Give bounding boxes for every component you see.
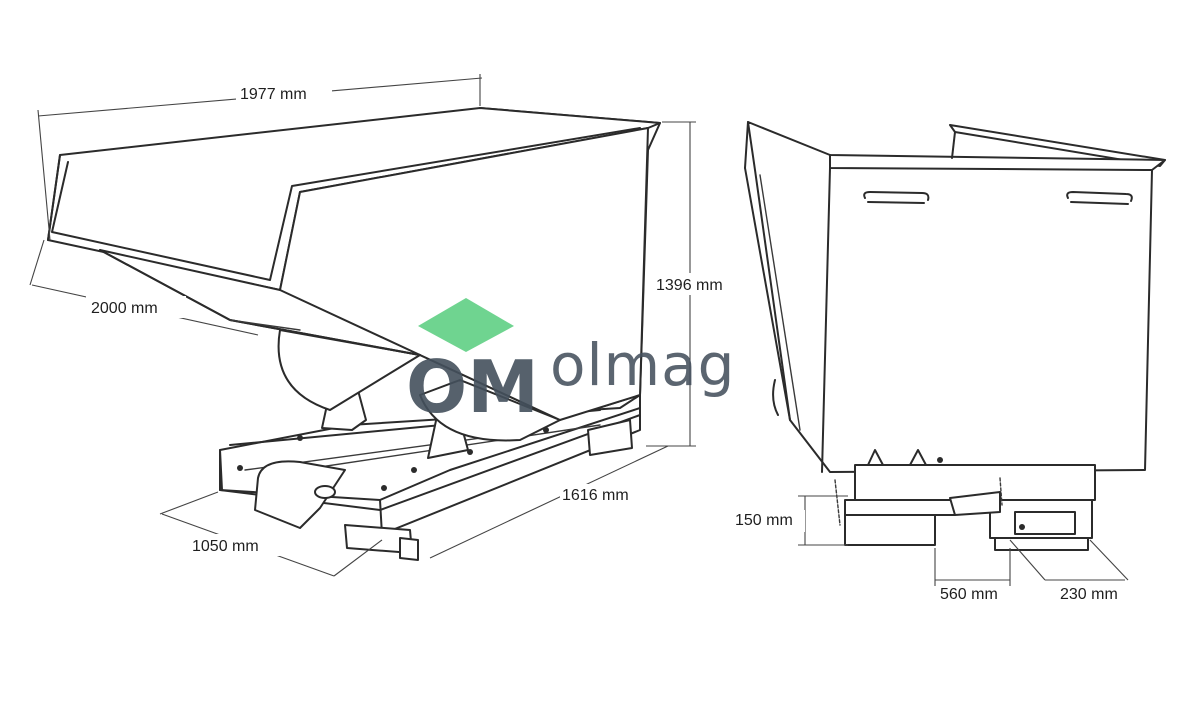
logo-diamond-icon [418, 298, 514, 352]
dim-fork-pocket-width: 230 mm [1060, 586, 1118, 603]
handle-right [1066, 191, 1133, 202]
logo-wordmark: olmag [550, 331, 735, 399]
dim-frame-width: 1050 mm [192, 538, 259, 555]
skip-front-view [744, 121, 1166, 551]
dim-frame-length: 1616 mm [562, 487, 629, 504]
handle-left [863, 191, 930, 201]
olmag-logo: OM olmag [406, 298, 735, 429]
dim-fork-pocket-spacing: 560 mm [940, 586, 998, 603]
dim-overall-length: 2000 mm [91, 300, 158, 317]
dim-top-length: 1977 mm [240, 86, 307, 103]
dim-height: 1396 mm [656, 277, 723, 294]
logo-mark: OM [406, 345, 539, 429]
frame-bolts [237, 427, 549, 491]
dim-fork-pocket-height: 150 mm [735, 512, 793, 529]
